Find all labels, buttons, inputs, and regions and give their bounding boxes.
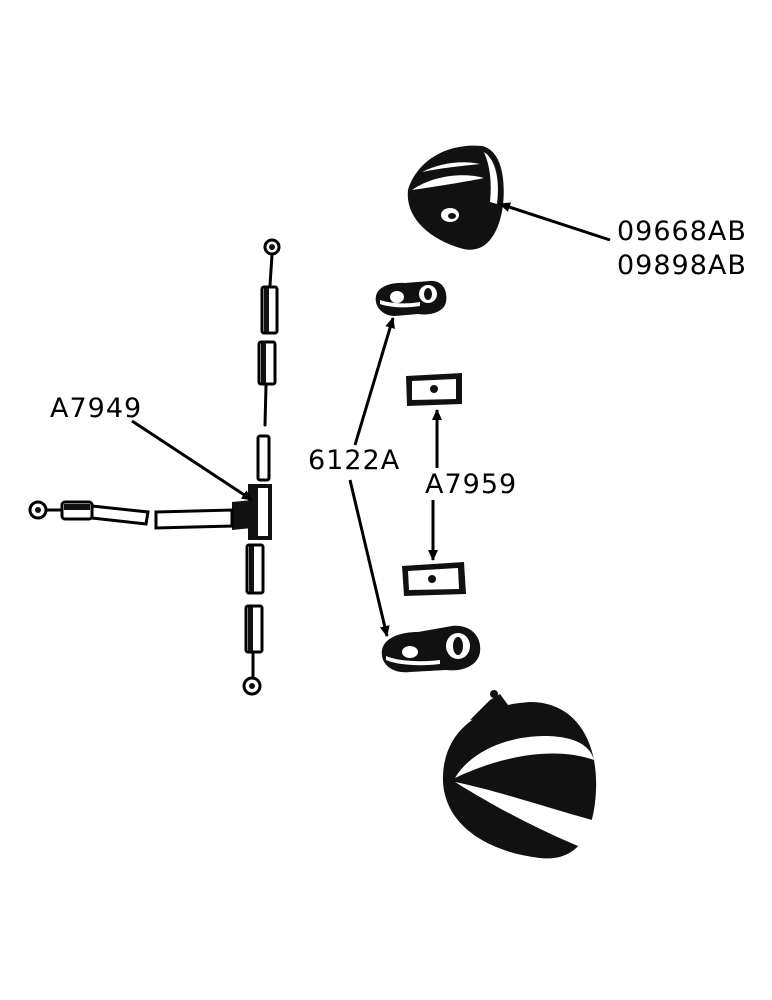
leader-bracket-lower: [348, 479, 390, 637]
label-lamp-part-2: 09898AB: [617, 250, 747, 281]
large-lamp-housing: [442, 690, 597, 859]
label-lamp-part-1: 09668AB: [617, 216, 747, 247]
label-bracket: 6122A: [308, 445, 400, 476]
wiring-harness: [28, 238, 281, 696]
leader-harness: [131, 419, 253, 502]
upper-pad: [406, 373, 462, 406]
upper-bracket: [375, 280, 447, 316]
lower-pad: [402, 562, 466, 596]
leader-lamp: [499, 202, 611, 242]
label-harness: A7949: [50, 393, 142, 424]
leader-bracket-upper: [353, 317, 395, 446]
small-lamp-housing: [407, 145, 504, 250]
lower-bracket: [381, 625, 481, 673]
label-pad: A7959: [425, 469, 517, 500]
